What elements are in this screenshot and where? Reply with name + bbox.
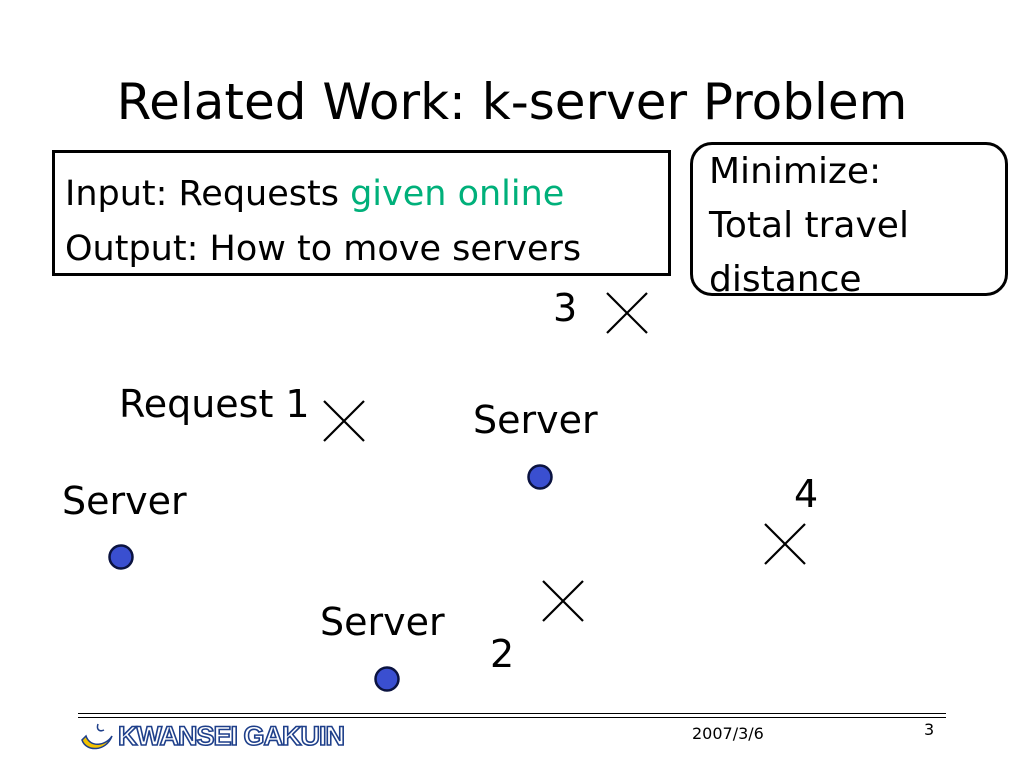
objective-line-2: Total travel	[709, 205, 909, 246]
footer-divider	[78, 713, 946, 714]
request-1-label: Request 1	[119, 382, 310, 426]
server-node	[374, 666, 400, 692]
footer-divider	[78, 717, 946, 718]
request-1-cross-mark	[323, 400, 365, 442]
objective-box: Minimize: Total travel distance	[690, 142, 1008, 300]
request-2-label: 2	[490, 632, 515, 676]
slide-number: 3	[924, 720, 935, 739]
slide-title: Related Work: k-server Problem	[116, 73, 908, 131]
given-online-highlight: given online	[350, 174, 565, 214]
server-label: Server	[473, 398, 598, 442]
server-node	[108, 544, 134, 570]
logo-wordmark: KWANSEI GAKUIN	[117, 720, 346, 752]
request-4-label: 4	[794, 472, 819, 516]
server-node	[527, 464, 553, 490]
request-3-label: 3	[553, 286, 578, 330]
kwansei-gakuin-logo: KWANSEI GAKUIN	[76, 718, 346, 754]
footer-date: 2007/3/6	[692, 724, 764, 743]
request-2-cross-mark	[542, 580, 584, 622]
objective-line-1: Minimize:	[709, 151, 882, 192]
input-text: Input: Requests	[65, 174, 351, 214]
input-output-box: Input: Requests given online Output: How…	[52, 150, 671, 276]
server-label: Server	[320, 600, 445, 644]
output-line: Output: How to move servers	[65, 229, 582, 269]
crescent-moon-icon	[81, 723, 113, 750]
objective-line-3: distance	[709, 259, 862, 300]
request-3-cross-mark	[606, 292, 648, 334]
server-label: Server	[62, 479, 187, 523]
request-4-cross-mark	[764, 523, 806, 565]
input-line: Input: Requests given online	[65, 167, 668, 222]
